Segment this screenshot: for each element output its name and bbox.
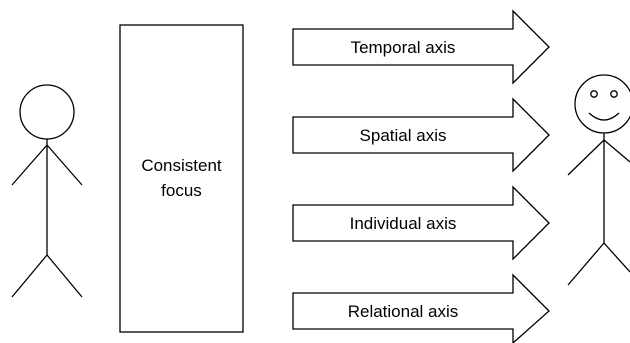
temporal-axis-arrow: Temporal axis <box>292 9 550 85</box>
right-figure-right-eye <box>610 90 618 98</box>
spatial-axis-arrow-shape <box>292 97 550 173</box>
individual-axis-label: Individual axis <box>350 214 457 233</box>
left-figure-left-leg <box>11 254 48 298</box>
left-stick-figure <box>11 84 83 298</box>
relational-axis-arrow: Relational axis <box>292 273 550 343</box>
right-smiling-stick-figure <box>567 74 630 286</box>
left-figure-head <box>19 84 75 140</box>
relational-axis-arrow-shape <box>292 273 550 343</box>
right-figure-head <box>574 74 630 134</box>
left-figure-left-arm <box>11 144 48 186</box>
individual-axis-arrow: Individual axis <box>292 185 550 261</box>
right-figure-smile <box>588 112 620 121</box>
right-figure-right-arm <box>603 139 630 163</box>
consistent-focus-box: Consistent focus <box>119 24 244 333</box>
relational-axis-label: Relational axis <box>348 302 459 321</box>
right-figure-left-arm <box>567 139 605 176</box>
temporal-axis-arrow-shape <box>292 9 550 85</box>
right-figure-left-leg <box>567 242 605 286</box>
right-figure-right-leg <box>603 242 630 273</box>
spatial-axis-arrow: Spatial axis <box>292 97 550 173</box>
spatial-axis-label: Spatial axis <box>360 126 447 145</box>
left-figure-right-arm <box>46 144 83 186</box>
temporal-axis-label: Temporal axis <box>351 38 456 57</box>
individual-axis-arrow-shape <box>292 185 550 261</box>
left-figure-right-leg <box>46 254 83 298</box>
right-figure-left-eye <box>590 90 598 98</box>
focus-box-line1: Consistent <box>141 156 222 175</box>
focus-box-rect <box>119 24 244 333</box>
focus-box-line2: focus <box>161 181 202 200</box>
